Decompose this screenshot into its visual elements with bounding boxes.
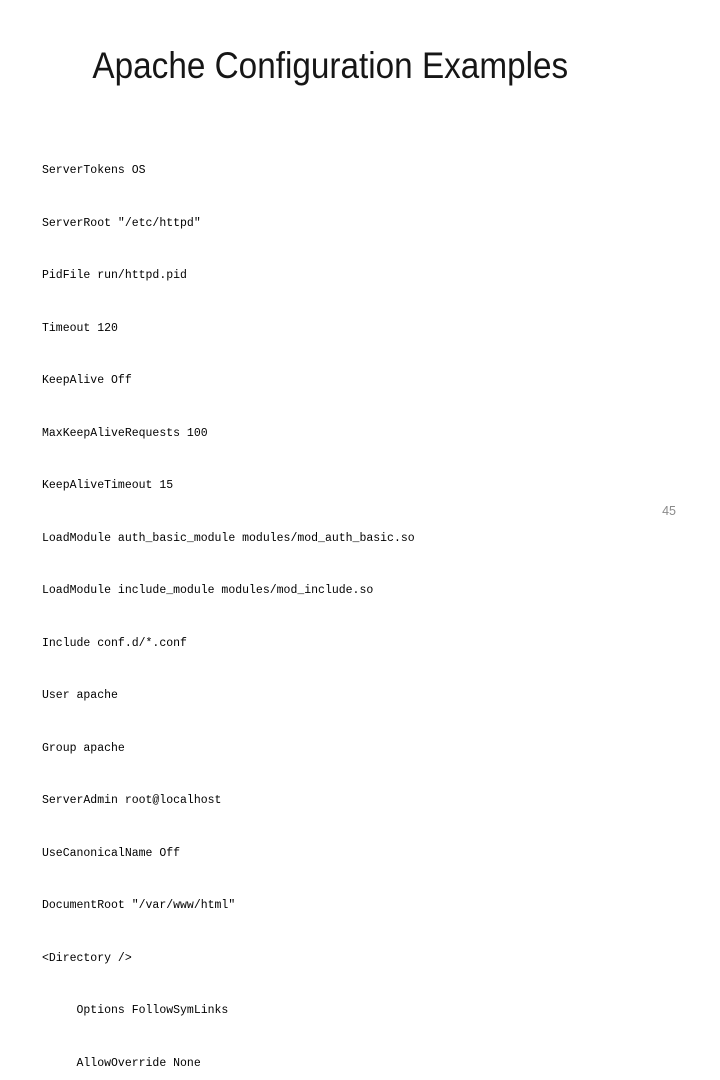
config-line: KeepAlive Off <box>42 374 132 387</box>
config-line: PidFile run/httpd.pid <box>42 269 187 282</box>
config-line: DocumentRoot "/var/www/html" <box>42 899 236 912</box>
slide: Apache Configuration Examples ServerToke… <box>0 44 676 1070</box>
config-line: ServerRoot "/etc/httpd" <box>42 216 201 230</box>
config-line: KeepAliveTimeout 15 <box>42 479 174 492</box>
slide-title: Apache Configuration Examples <box>92 45 568 86</box>
config-line: Include conf.d/*.conf <box>42 636 187 650</box>
config-line: ServerAdmin root@localhost <box>42 794 222 807</box>
config-line: AllowOverride None <box>42 1056 201 1070</box>
config-line: LoadModule auth_basic_module modules/mod… <box>42 531 415 545</box>
config-line: Options FollowSymLinks <box>42 1004 229 1017</box>
config-line: User apache <box>42 689 118 702</box>
title-area: Apache Configuration Examples <box>0 44 660 88</box>
config-line: ServerTokens OS <box>42 164 146 177</box>
page-number: 45 <box>662 504 676 518</box>
apache-config-block: ServerTokens OS ServerRoot "/etc/httpd" … <box>42 127 415 1080</box>
config-line: Group apache <box>42 741 125 755</box>
config-line: <Directory /> <box>42 951 132 965</box>
config-line: LoadModule include_module modules/mod_in… <box>42 584 374 597</box>
config-line: MaxKeepAliveRequests 100 <box>42 426 208 440</box>
config-line: UseCanonicalName Off <box>42 846 181 860</box>
config-line: Timeout 120 <box>42 321 118 335</box>
